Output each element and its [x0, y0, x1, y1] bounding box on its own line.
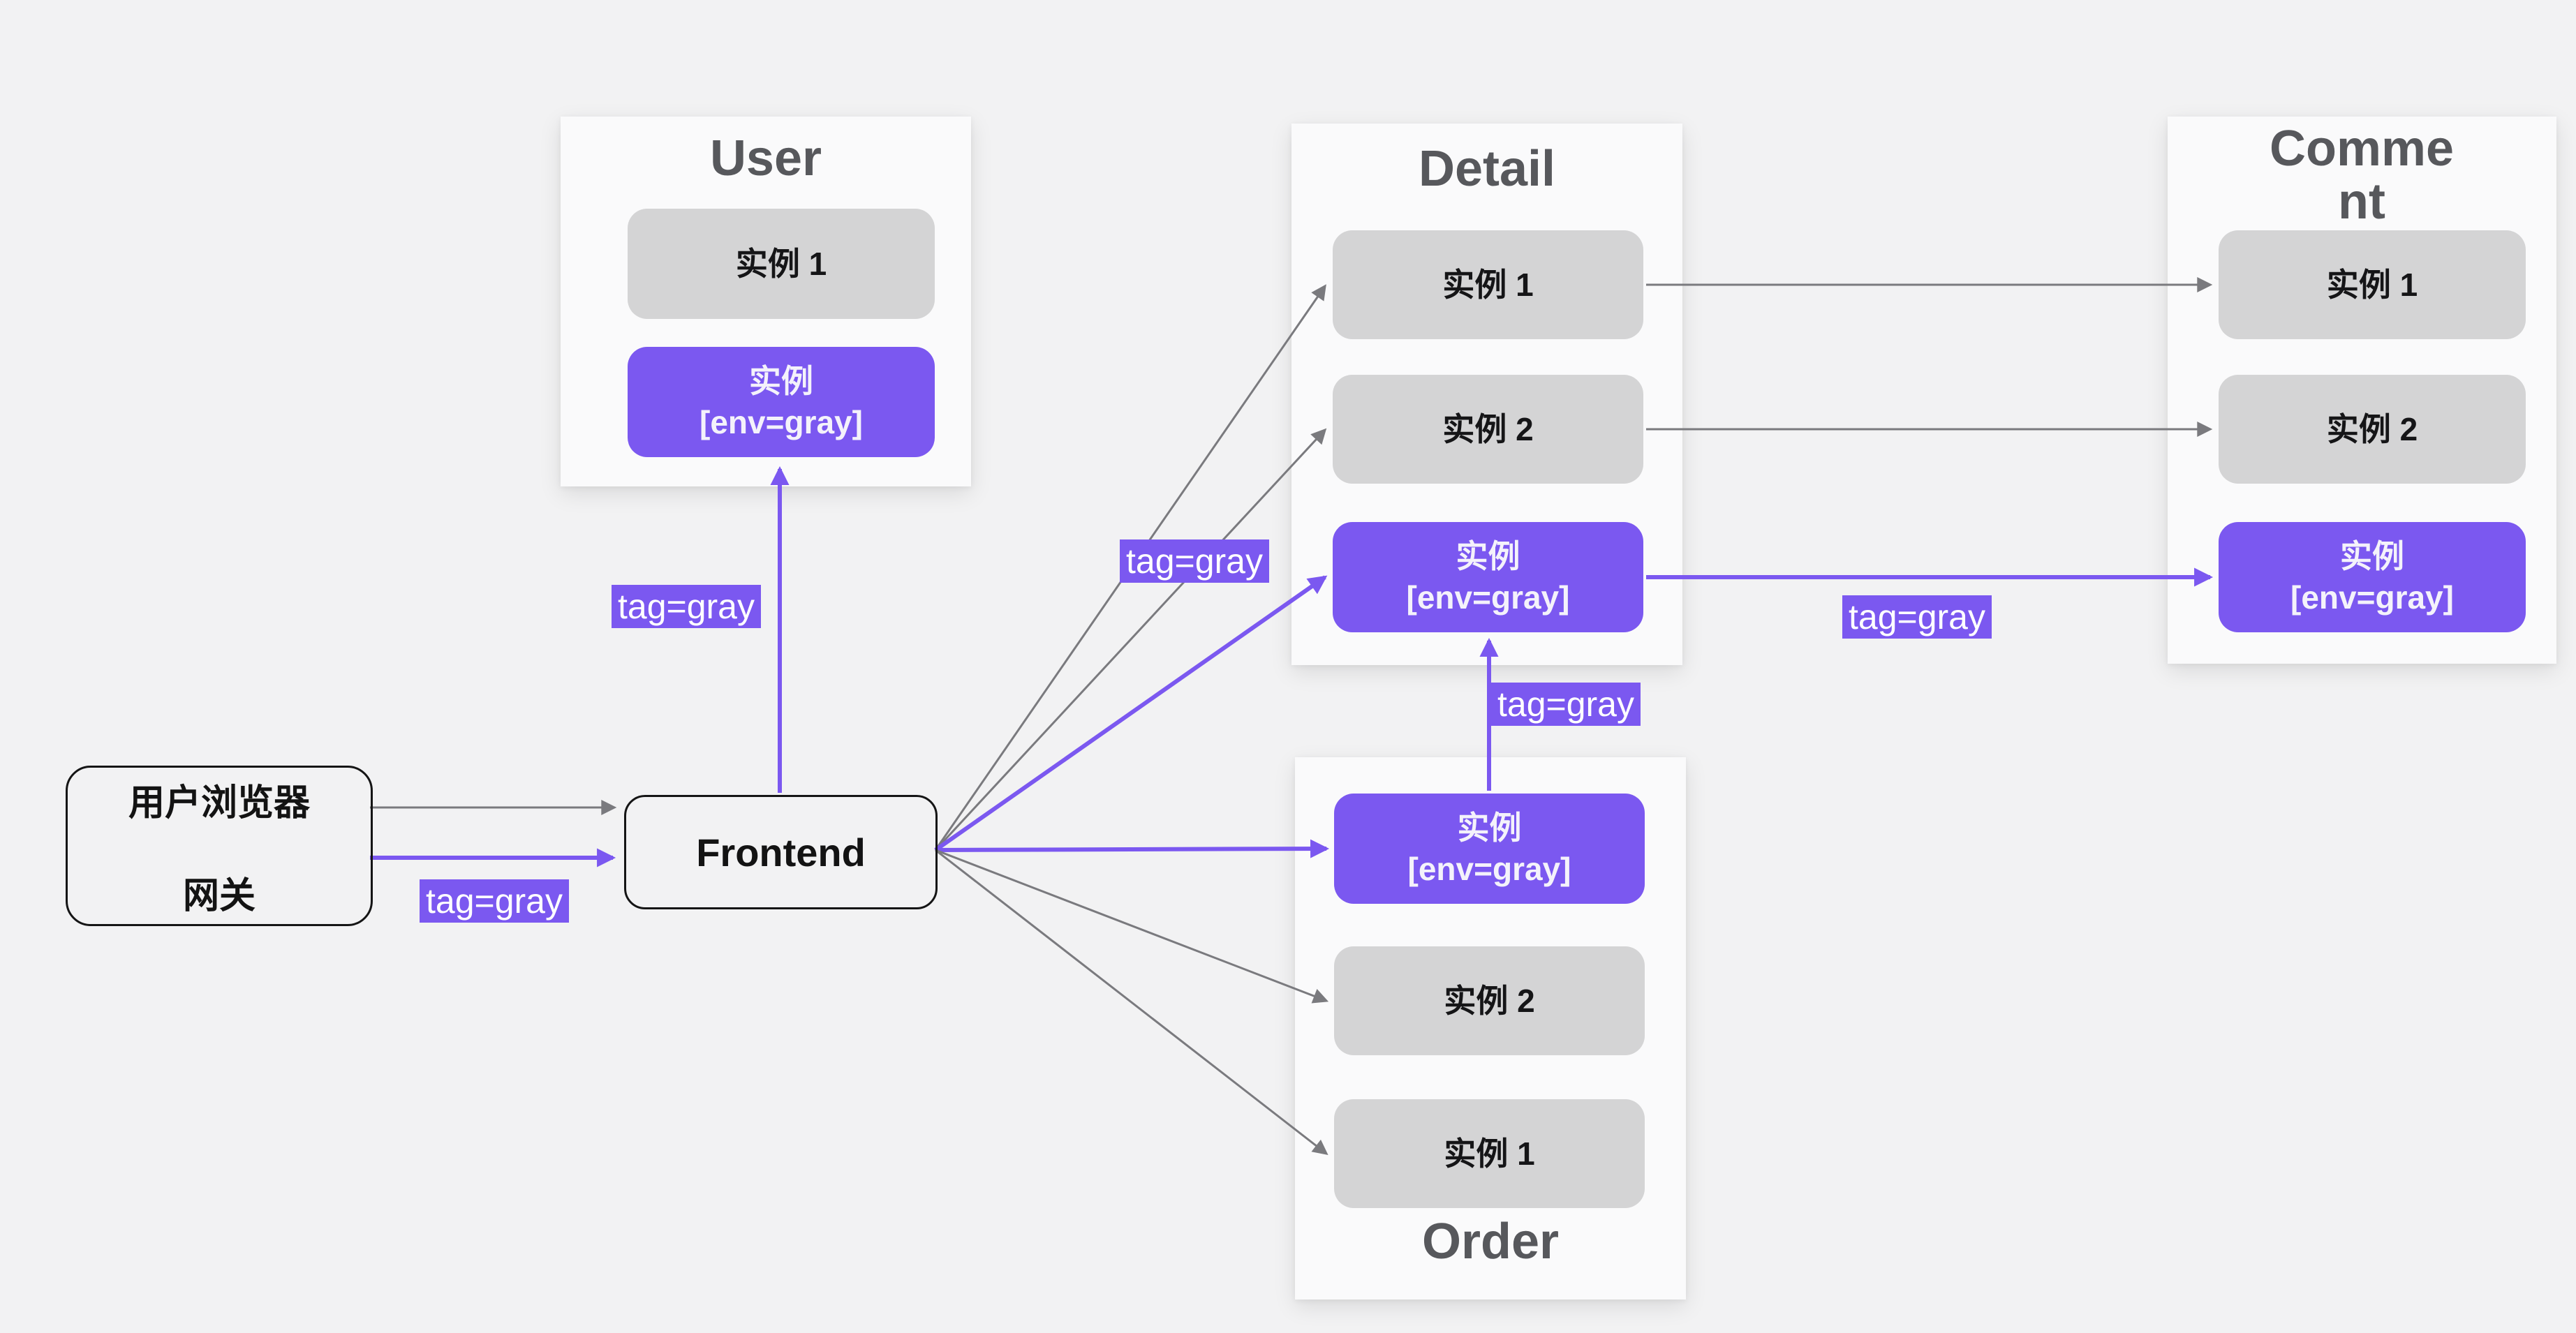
node-user-browser-gateway: 用户浏览器 网关: [66, 766, 373, 926]
gateway-line-gateway: 网关: [182, 876, 256, 916]
instance-detail-1: 实例 1: [1333, 230, 1643, 339]
group-title-comment: Comment: [2269, 121, 2455, 230]
instance-order-2: 实例 2: [1334, 946, 1645, 1055]
instance-detail-gray: 实例 [env=gray]: [1333, 522, 1643, 632]
frontend-label: Frontend: [696, 830, 866, 874]
edge-frontend-detail-gray-instance: [934, 575, 1328, 852]
edge-frontend-order-gray-instance: [935, 839, 1330, 858]
edge-label-frontend-detail: tag=gray: [1120, 539, 1269, 583]
instance-comment-2: 实例 2: [2219, 375, 2526, 484]
edge-frontend-order-instance2: [935, 849, 1329, 1004]
group-title-user: User: [709, 131, 822, 186]
edge-frontend-detail-instance2: [934, 428, 1327, 851]
edge-label-gateway-frontend: tag=gray: [420, 879, 569, 923]
instance-order-1: 实例 1: [1334, 1099, 1645, 1208]
instance-order-gray: 实例 [env=gray]: [1334, 794, 1645, 904]
edge-label-order-detail: tag=gray: [1491, 683, 1641, 726]
edge-label-frontend-user: tag=gray: [612, 585, 761, 628]
gateway-line-browser: 用户浏览器: [128, 783, 310, 824]
group-title-detail: Detail: [1418, 141, 1556, 197]
instance-detail-2: 实例 2: [1333, 375, 1643, 484]
edge-frontend-order-instance1: [935, 849, 1328, 1156]
instance-comment-gray: 实例 [env=gray]: [2219, 522, 2526, 632]
instance-user-gray: 实例 [env=gray]: [628, 347, 935, 457]
edge-label-detail-comment: tag=gray: [1842, 595, 1992, 639]
instance-user-1: 实例 1: [628, 209, 935, 319]
group-title-order: Order: [1421, 1214, 1560, 1269]
node-frontend: Frontend: [624, 795, 938, 909]
instance-comment-1: 实例 1: [2219, 230, 2526, 339]
